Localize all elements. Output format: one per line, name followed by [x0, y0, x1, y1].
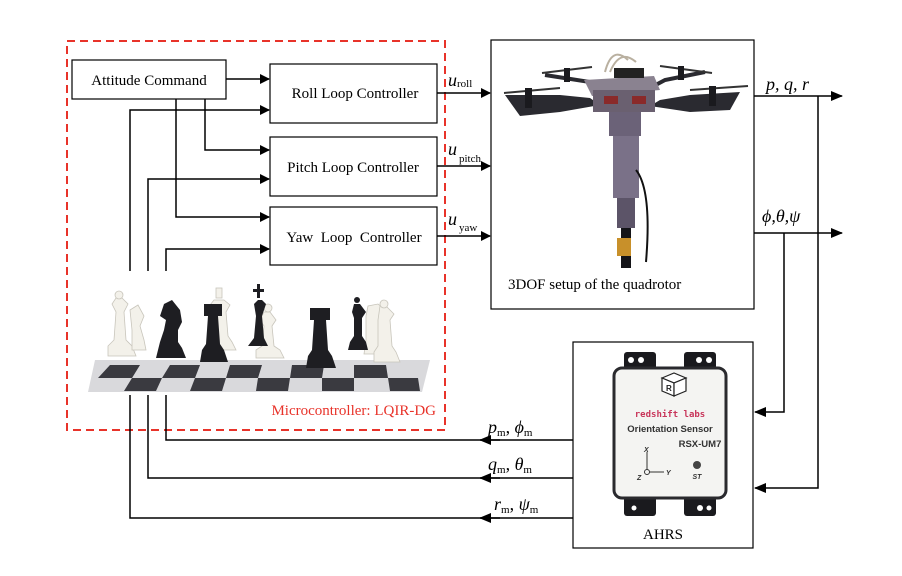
st-button-icon — [693, 461, 701, 469]
cmd-to-pitch-arrow — [204, 99, 270, 155]
roll-feedback-arrow — [129, 105, 270, 271]
p-phi-measured-label: pm, ϕm — [486, 417, 533, 439]
roll-controller-label: Roll Loop Controller — [292, 86, 419, 102]
sensor-axes-icon — [644, 452, 664, 475]
angles-label: ϕ,θ,ψ — [762, 206, 801, 226]
control-output-arrows — [437, 88, 491, 241]
axis-x-label: X — [643, 447, 650, 454]
axis-y-label: Y — [666, 470, 672, 477]
command-arrows — [175, 74, 270, 222]
pitch-feedback-arrow — [147, 174, 270, 271]
u-roll-label: uroll — [448, 70, 472, 90]
ahrs-caption: AHRS — [643, 527, 683, 543]
chess-pieces-image — [88, 284, 430, 392]
yaw-feedback-arrow — [165, 244, 270, 271]
checkerboard — [98, 365, 420, 391]
sensor-brand: redshift labs — [635, 409, 705, 420]
yaw-controller-label: Yaw Loop Controller — [286, 230, 421, 246]
yaw-controller-block: Yaw Loop Controller — [269, 206, 438, 266]
svg-text:R: R — [666, 384, 672, 393]
ahrs-block: R redshift labs Orientation Sensor RSX-U… — [572, 341, 754, 549]
cmd-to-yaw-arrow — [175, 99, 270, 222]
quadrotor-block: 3DOF setup of the quadrotor — [490, 39, 755, 310]
q-theta-feedback-line — [147, 395, 573, 479]
angles-to-ahrs-arrow — [754, 233, 785, 417]
r-psi-measured-label: rm, ψm — [494, 494, 539, 516]
plant-output-lines — [754, 91, 843, 493]
sensor-model: RSX-UM7 — [679, 439, 722, 450]
st-button-label: ST — [693, 474, 703, 481]
axis-z-label: Z — [636, 475, 642, 482]
pitch-controller-block: Pitch Loop Controller — [269, 136, 438, 197]
microcontroller-label: Microcontroller: LQIR-DG — [271, 403, 436, 419]
pitch-controller-label: Pitch Loop Controller — [287, 160, 419, 176]
feedback-into-controllers — [129, 105, 270, 271]
attitude-command-block: Attitude Command — [71, 59, 227, 100]
quadrotor-image — [503, 53, 749, 268]
sensor-product: Orientation Sensor — [627, 424, 713, 435]
quadrotor-caption: 3DOF setup of the quadrotor — [508, 277, 681, 293]
rates-label: p, q, r — [764, 74, 810, 94]
p-phi-feedback-line — [165, 395, 573, 441]
r-psi-feedback-line — [129, 395, 573, 519]
feedback-lines — [129, 395, 573, 523]
attitude-command-label: Attitude Command — [91, 73, 207, 89]
roll-controller-block: Roll Loop Controller — [269, 63, 438, 124]
rates-to-ahrs-arrow — [754, 96, 819, 493]
q-theta-measured-label: qm, θm — [488, 454, 532, 476]
